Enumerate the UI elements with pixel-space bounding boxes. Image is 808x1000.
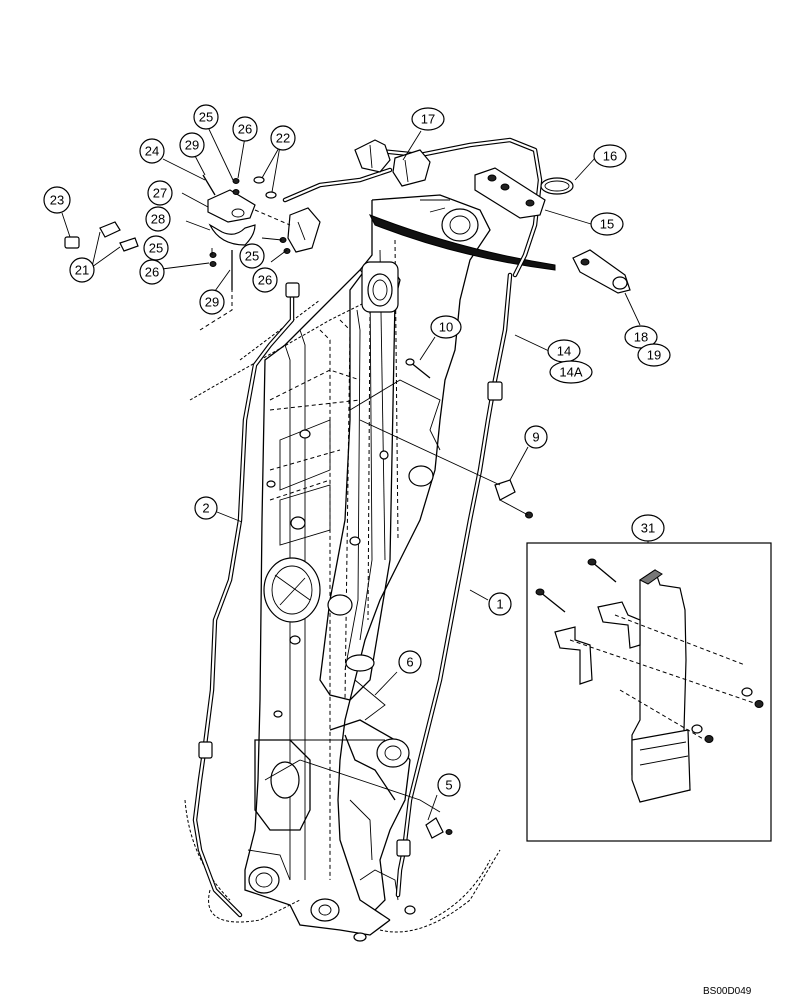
callout-21: 21 bbox=[69, 257, 95, 283]
callout-26-top: 26 bbox=[232, 116, 258, 142]
svg-text:29: 29 bbox=[185, 138, 199, 153]
callout-24: 24 bbox=[139, 138, 165, 164]
svg-text:9: 9 bbox=[532, 430, 539, 445]
callout-25-right: 25 bbox=[239, 243, 265, 269]
callout-31: 31 bbox=[631, 514, 665, 542]
callout-14: 14 bbox=[547, 339, 581, 363]
svg-text:15: 15 bbox=[600, 217, 614, 232]
svg-text:26: 26 bbox=[238, 122, 252, 137]
svg-text:2: 2 bbox=[202, 501, 209, 516]
svg-text:6: 6 bbox=[406, 655, 413, 670]
svg-text:19: 19 bbox=[647, 348, 661, 363]
svg-text:14: 14 bbox=[557, 344, 571, 359]
svg-text:23: 23 bbox=[50, 193, 64, 208]
svg-text:16: 16 bbox=[603, 149, 617, 164]
callout-19: 19 bbox=[637, 343, 671, 367]
callout-29-top: 29 bbox=[179, 132, 205, 158]
svg-text:25: 25 bbox=[199, 110, 213, 125]
callout-1: 1 bbox=[488, 592, 512, 616]
svg-text:5: 5 bbox=[445, 778, 452, 793]
svg-text:14A: 14A bbox=[559, 365, 582, 380]
callout-25-top: 25 bbox=[193, 104, 219, 130]
callout-22: 22 bbox=[270, 125, 296, 151]
svg-text:26: 26 bbox=[145, 265, 159, 280]
callout-27: 27 bbox=[147, 180, 173, 206]
detail-box-31 bbox=[526, 542, 772, 842]
svg-text:21: 21 bbox=[75, 263, 89, 278]
callout-23: 23 bbox=[43, 186, 71, 214]
callout-14a: 14A bbox=[549, 360, 593, 384]
svg-text:24: 24 bbox=[145, 144, 159, 159]
svg-text:10: 10 bbox=[439, 320, 453, 335]
small-parts bbox=[285, 358, 533, 839]
callout-17: 17 bbox=[411, 107, 445, 131]
svg-text:1: 1 bbox=[496, 597, 503, 612]
svg-text:29: 29 bbox=[205, 295, 219, 310]
callout-6: 6 bbox=[398, 650, 422, 674]
callout-5: 5 bbox=[437, 773, 461, 797]
callout-2: 2 bbox=[194, 496, 218, 520]
svg-text:31: 31 bbox=[641, 521, 655, 536]
callout-16: 16 bbox=[593, 144, 627, 168]
svg-text:25: 25 bbox=[149, 241, 163, 256]
svg-text:25: 25 bbox=[245, 249, 259, 264]
svg-text:18: 18 bbox=[634, 330, 648, 345]
top-fittings bbox=[64, 139, 631, 331]
reference-code: BS00D049 bbox=[703, 986, 752, 997]
hydraulic-tubes bbox=[192, 137, 543, 918]
svg-text:26: 26 bbox=[258, 273, 272, 288]
boom-assembly bbox=[184, 194, 556, 942]
callouts: 1 2 5 6 9 10 14 14A 15 16 17 18 19 21 22… bbox=[43, 104, 671, 821]
svg-text:22: 22 bbox=[276, 131, 290, 146]
callout-10: 10 bbox=[430, 315, 462, 339]
callout-28: 28 bbox=[145, 206, 171, 232]
svg-text:27: 27 bbox=[153, 186, 167, 201]
callout-9: 9 bbox=[524, 425, 548, 449]
svg-text:17: 17 bbox=[421, 112, 435, 127]
callout-26-right: 26 bbox=[252, 267, 278, 293]
svg-text:28: 28 bbox=[151, 212, 165, 227]
callout-29-bottom: 29 bbox=[199, 289, 225, 315]
callout-25-left: 25 bbox=[143, 235, 169, 261]
callout-26-left: 26 bbox=[139, 259, 165, 285]
callout-15: 15 bbox=[590, 212, 624, 236]
